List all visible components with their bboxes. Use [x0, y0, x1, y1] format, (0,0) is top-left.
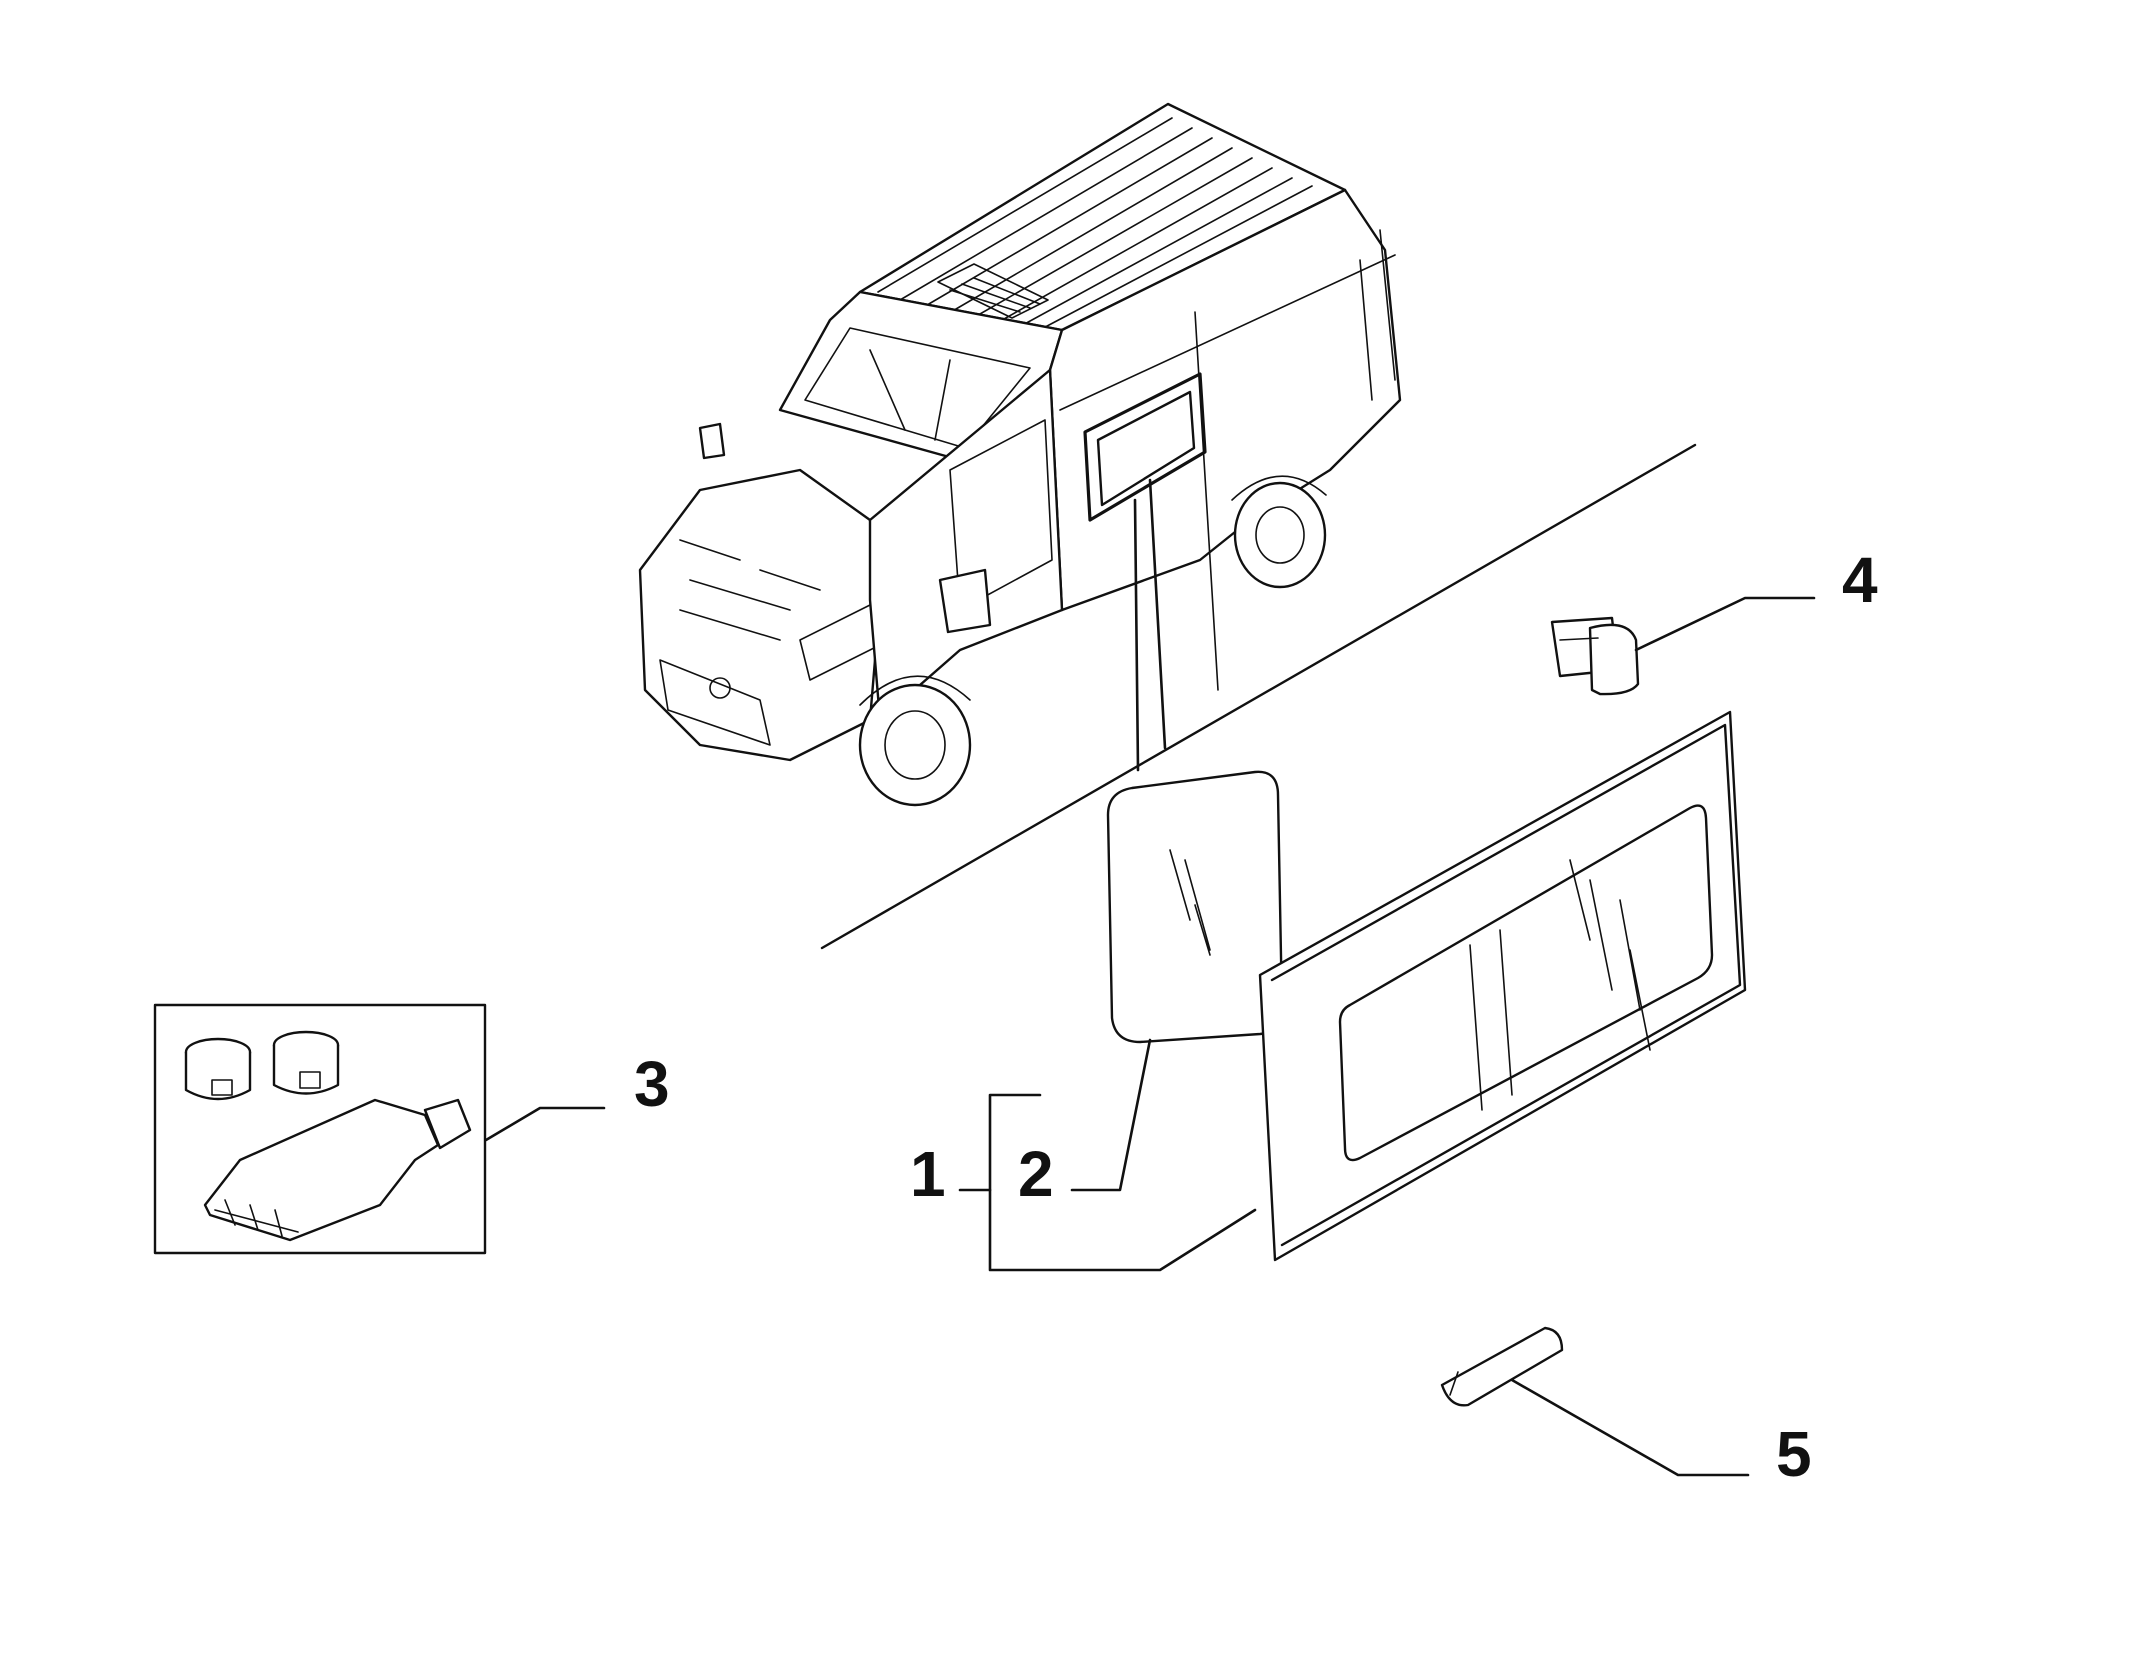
- retaining-clip-part: [1550, 616, 1640, 696]
- bonding-kit-box: [153, 1003, 487, 1255]
- callout-label-2: 2: [1018, 1138, 1054, 1210]
- callout-label-1: 1: [910, 1138, 946, 1210]
- window-assembly-large: [1258, 710, 1747, 1262]
- leader-line-4: [1634, 596, 1816, 652]
- bracket-line-1: [988, 1093, 1257, 1272]
- leader-line-3: [484, 1106, 606, 1142]
- van-illustration: [638, 102, 1402, 807]
- glass-pane-small: [1106, 770, 1284, 1044]
- leader-line-2: [1070, 1038, 1152, 1192]
- callout-label-3: 3: [634, 1048, 670, 1120]
- ground-line: [820, 443, 1697, 950]
- window-leader-line-right: [1148, 478, 1167, 750]
- callout-label-4: 4: [1842, 544, 1878, 616]
- leader-line-5: [1510, 1378, 1750, 1477]
- seal-spacer-part: [1440, 1326, 1564, 1407]
- callout-label-5: 5: [1776, 1418, 1812, 1490]
- window-leader-line-left: [1133, 498, 1140, 772]
